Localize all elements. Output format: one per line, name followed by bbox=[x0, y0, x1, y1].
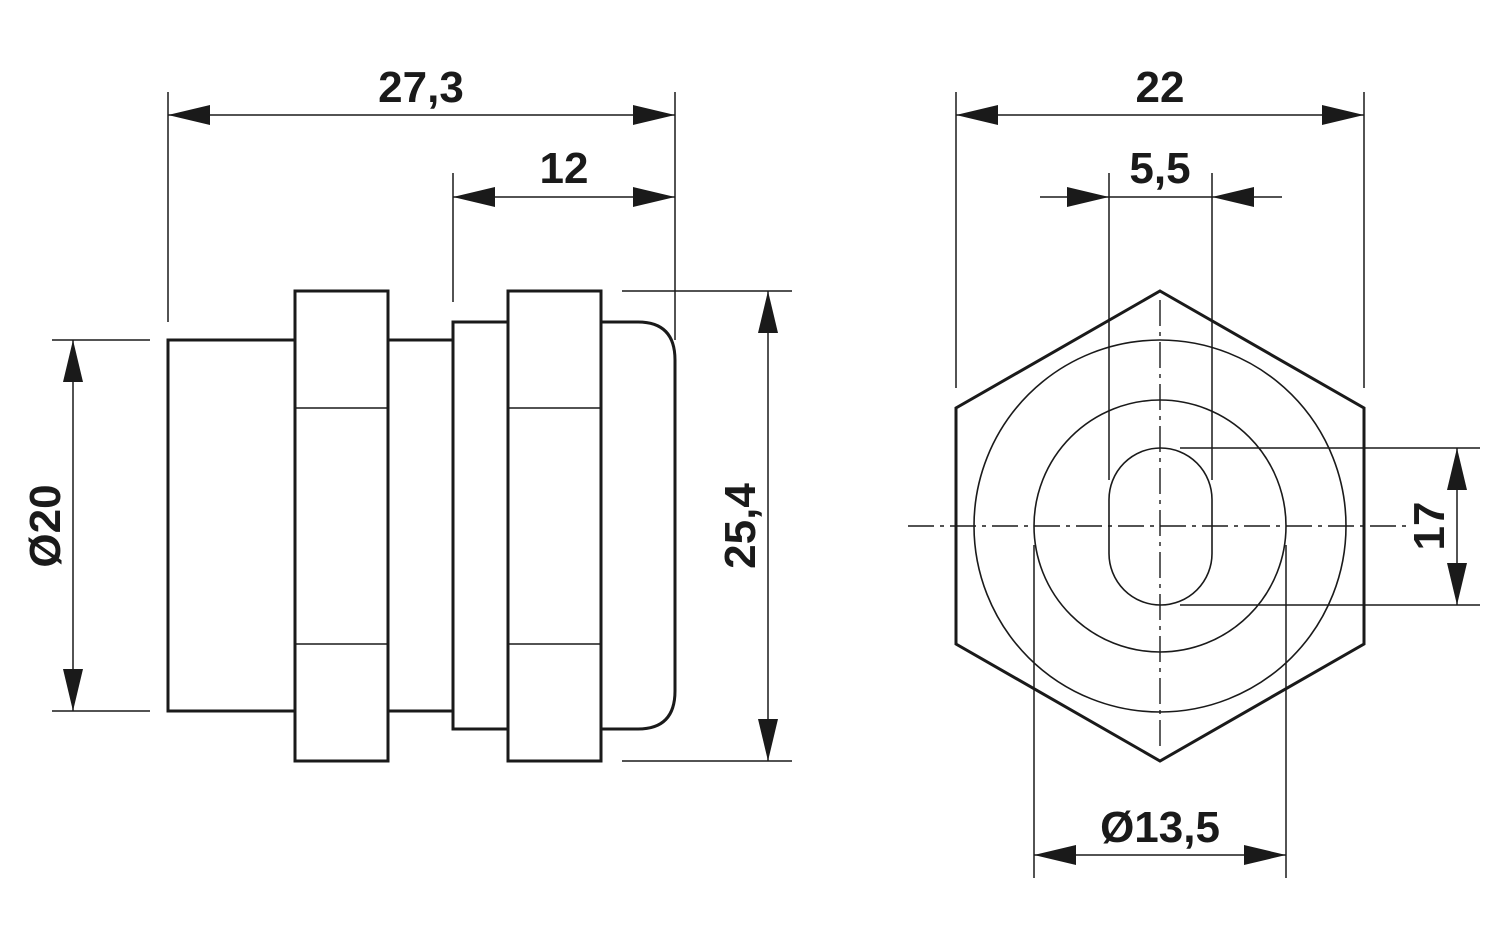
slot-length-label: 17 bbox=[1405, 502, 1454, 551]
dome-cap bbox=[601, 320, 677, 731]
side-view: 27,3 12 Ø20 25,4 bbox=[21, 63, 792, 763]
dim-slot-width: 5,5 bbox=[1040, 144, 1282, 207]
dim-overall-length: 27,3 bbox=[168, 63, 675, 125]
seal-diameter-label: Ø13,5 bbox=[1100, 803, 1220, 852]
across-corners-label: 25,4 bbox=[716, 483, 765, 569]
thread-diameter-label: Ø20 bbox=[21, 484, 70, 567]
overall-length-label: 27,3 bbox=[378, 63, 464, 112]
hex-outline bbox=[954, 289, 1366, 763]
dim-slot-length: 17 bbox=[1405, 448, 1467, 605]
slot-width-label: 5,5 bbox=[1129, 144, 1190, 193]
cap-hex-nut bbox=[506, 289, 603, 763]
across-flats-label: 22 bbox=[1136, 63, 1185, 112]
dim-across-flats: 22 bbox=[956, 63, 1364, 125]
dim-cap-length: 12 bbox=[453, 144, 675, 207]
neck-section bbox=[388, 338, 453, 713]
cap-collar bbox=[451, 320, 508, 731]
cap-length-label: 12 bbox=[540, 144, 589, 193]
body-hex-nut bbox=[293, 289, 390, 763]
dim-thread-diameter: Ø20 bbox=[21, 340, 83, 711]
front-view: 22 5,5 17 Ø13,5 bbox=[908, 63, 1480, 878]
dim-across-corners: 25,4 bbox=[716, 291, 778, 761]
dim-seal-diameter: Ø13,5 bbox=[1034, 803, 1286, 865]
thread-body bbox=[166, 338, 295, 713]
